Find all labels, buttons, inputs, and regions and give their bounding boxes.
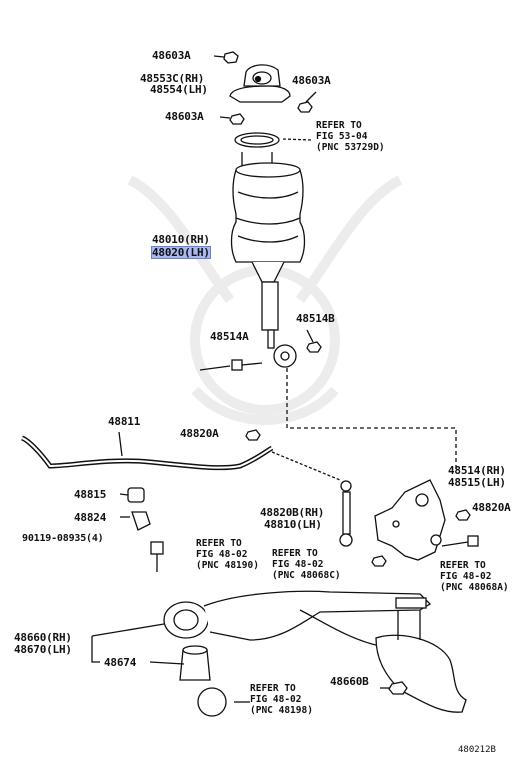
stabilizer-bar [20, 435, 274, 471]
label-48553c-rh: 48553C(RH) [140, 72, 205, 85]
nut-small [371, 555, 387, 567]
bolt-48820a-right [455, 509, 471, 521]
label-48603a-left: 48603A [165, 110, 204, 123]
shock-absorber-bracket [374, 479, 446, 561]
label-48554-lh: 48554(LH) [150, 83, 208, 96]
bushing-48198 [197, 687, 227, 717]
lower-arm-bushing [179, 645, 211, 681]
lower-control-arm [163, 590, 432, 651]
label-48514b: 48514B [296, 312, 335, 325]
label-48515-lh: 48515(LH) [448, 476, 506, 489]
label-48820b-rh: 48820B(RH) [260, 506, 325, 519]
label-48010-rh: 48010(RH) [152, 233, 210, 246]
refer-53-04: REFER TO FIG 53-04 (PNC 53729D) [316, 120, 385, 153]
nut-48603a-left [229, 113, 245, 125]
label-48815: 48815 [74, 488, 107, 501]
label-48824: 48824 [74, 511, 107, 524]
label-48811: 48811 [108, 415, 141, 428]
refer-48068c: REFER TO FIG 48-02 (PNC 48068C) [272, 548, 341, 581]
label-48514a: 48514A [210, 330, 249, 343]
refer-48198: REFER TO FIG 48-02 (PNC 48198) [250, 683, 313, 716]
bolt-90119 [150, 541, 164, 572]
label-48514-rh: 48514(RH) [448, 464, 506, 477]
label-48660-rh: 48660(RH) [14, 631, 72, 644]
stabilizer-bracket [131, 511, 151, 531]
label-90119: 90119-08935(4) [22, 533, 104, 544]
label-48660b: 48660B [330, 675, 369, 688]
diagram-id: 480212B [458, 745, 496, 755]
suspension-support-mount [229, 64, 291, 103]
nut-48603a-right [297, 101, 313, 113]
upper-seal-ring [234, 132, 280, 148]
label-48020-lh[interactable]: 48020(LH) [151, 246, 211, 259]
nut-48660b [388, 681, 408, 695]
label-48603a-right: 48603A [292, 74, 331, 87]
nut-48514b [306, 341, 322, 353]
bolt-long [441, 535, 479, 547]
refer-48190: REFER TO FIG 48-02 (PNC 48190) [196, 538, 259, 571]
stabilizer-link [339, 480, 353, 547]
refer-48068a: REFER TO FIG 48-02 (PNC 48068A) [440, 560, 509, 593]
bolt-48514a [231, 359, 263, 371]
label-48820a-right: 48820A [472, 501, 511, 514]
stabilizer-bushing [127, 487, 145, 503]
nut-48603a-top [223, 51, 239, 64]
label-48810-lh: 48810(LH) [264, 518, 322, 531]
watermark-logo [127, 175, 403, 425]
label-48603a-top: 48603A [152, 49, 191, 62]
label-48674: 48674 [104, 656, 137, 669]
lower-ball-joint [375, 610, 467, 713]
nut-48820a [245, 429, 261, 441]
label-48820a: 48820A [180, 427, 219, 440]
air-spring-shock-absorber [230, 162, 306, 368]
label-48670-lh: 48670(LH) [14, 643, 72, 656]
